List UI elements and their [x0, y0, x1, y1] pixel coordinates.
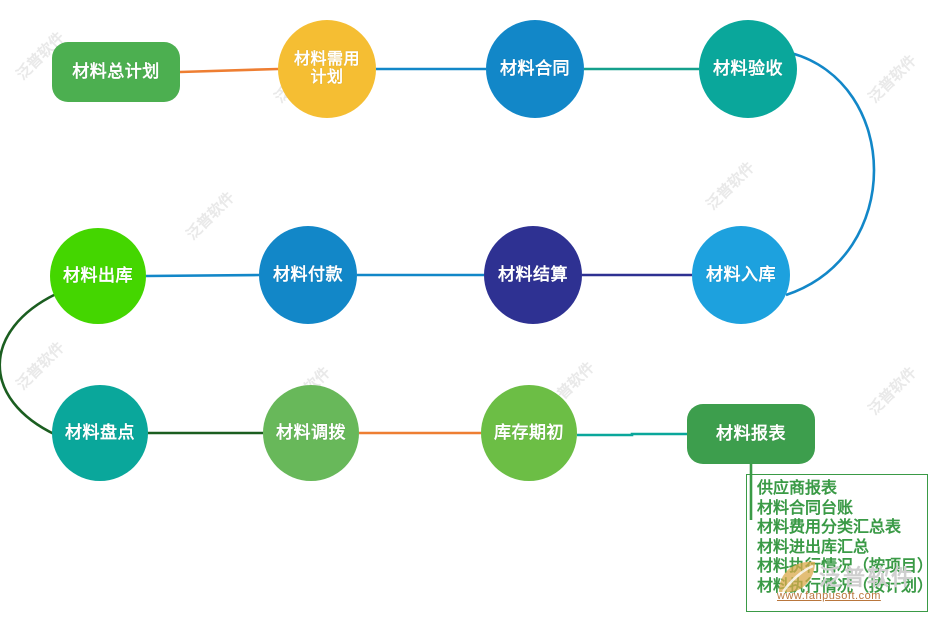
node-label: 材料验收: [713, 59, 783, 79]
edge-edge-acceptance-inbound: [785, 51, 876, 297]
report-list-item[interactable]: 材料执行情况（按项目）: [757, 558, 933, 576]
node-label: 库存期初: [494, 423, 564, 443]
node-material-acceptance[interactable]: 材料验收: [699, 20, 797, 118]
watermark-text: 泛普软件: [865, 363, 920, 419]
edge-edge-payment-outbound: [145, 273, 260, 278]
node-material-outbound[interactable]: 材料出库: [50, 228, 146, 324]
node-material-settlement[interactable]: 材料结算: [484, 226, 582, 324]
node-label: 材料调拨: [276, 423, 346, 443]
report-list-item[interactable]: 材料费用分类汇总表: [757, 519, 902, 537]
node-material-report[interactable]: 材料报表: [687, 404, 815, 464]
node-material-master-plan[interactable]: 材料总计划: [52, 42, 180, 102]
watermark-text: 泛普软件: [13, 338, 68, 394]
node-label: 材料出库: [63, 266, 133, 286]
node-label: 材料结算: [498, 265, 568, 285]
watermark-text: 泛普软件: [865, 51, 920, 107]
node-material-stocktake[interactable]: 材料盘点: [52, 385, 148, 481]
node-label: 材料合同: [500, 59, 570, 79]
report-list-item[interactable]: 供应商报表: [757, 480, 838, 497]
edge-edge-opening-report: [577, 432, 687, 437]
edge-edge-masterplan-demandplan: [179, 67, 279, 74]
report-list-item[interactable]: 材料合同台账: [757, 499, 854, 517]
node-label: 材料付款: [273, 265, 343, 285]
node-label: 材料总计划: [72, 62, 160, 82]
node-material-demand-plan[interactable]: 材料需用 计划: [278, 20, 376, 118]
node-label: 材料盘点: [65, 423, 135, 443]
node-label: 材料需用 计划: [293, 51, 360, 86]
node-material-transfer[interactable]: 材料调拨: [263, 385, 359, 481]
node-material-inbound[interactable]: 材料入库: [692, 226, 790, 324]
report-list-box: 供应商报表材料合同台账材料费用分类汇总表材料进出库汇总材料执行情况（按项目）材料…: [746, 474, 933, 612]
node-inventory-opening[interactable]: 库存期初: [481, 385, 577, 481]
watermark-text: 泛普软件: [703, 158, 758, 214]
report-list-item[interactable]: 材料进出库汇总: [757, 538, 870, 556]
node-label: 材料报表: [716, 424, 786, 444]
node-label: 材料入库: [706, 265, 776, 285]
watermark-text: 泛普软件: [183, 188, 238, 244]
node-material-payment[interactable]: 材料付款: [259, 226, 357, 324]
node-material-contract[interactable]: 材料合同: [486, 20, 584, 118]
report-list-item[interactable]: 材料执行情况（按计划）: [757, 577, 933, 595]
